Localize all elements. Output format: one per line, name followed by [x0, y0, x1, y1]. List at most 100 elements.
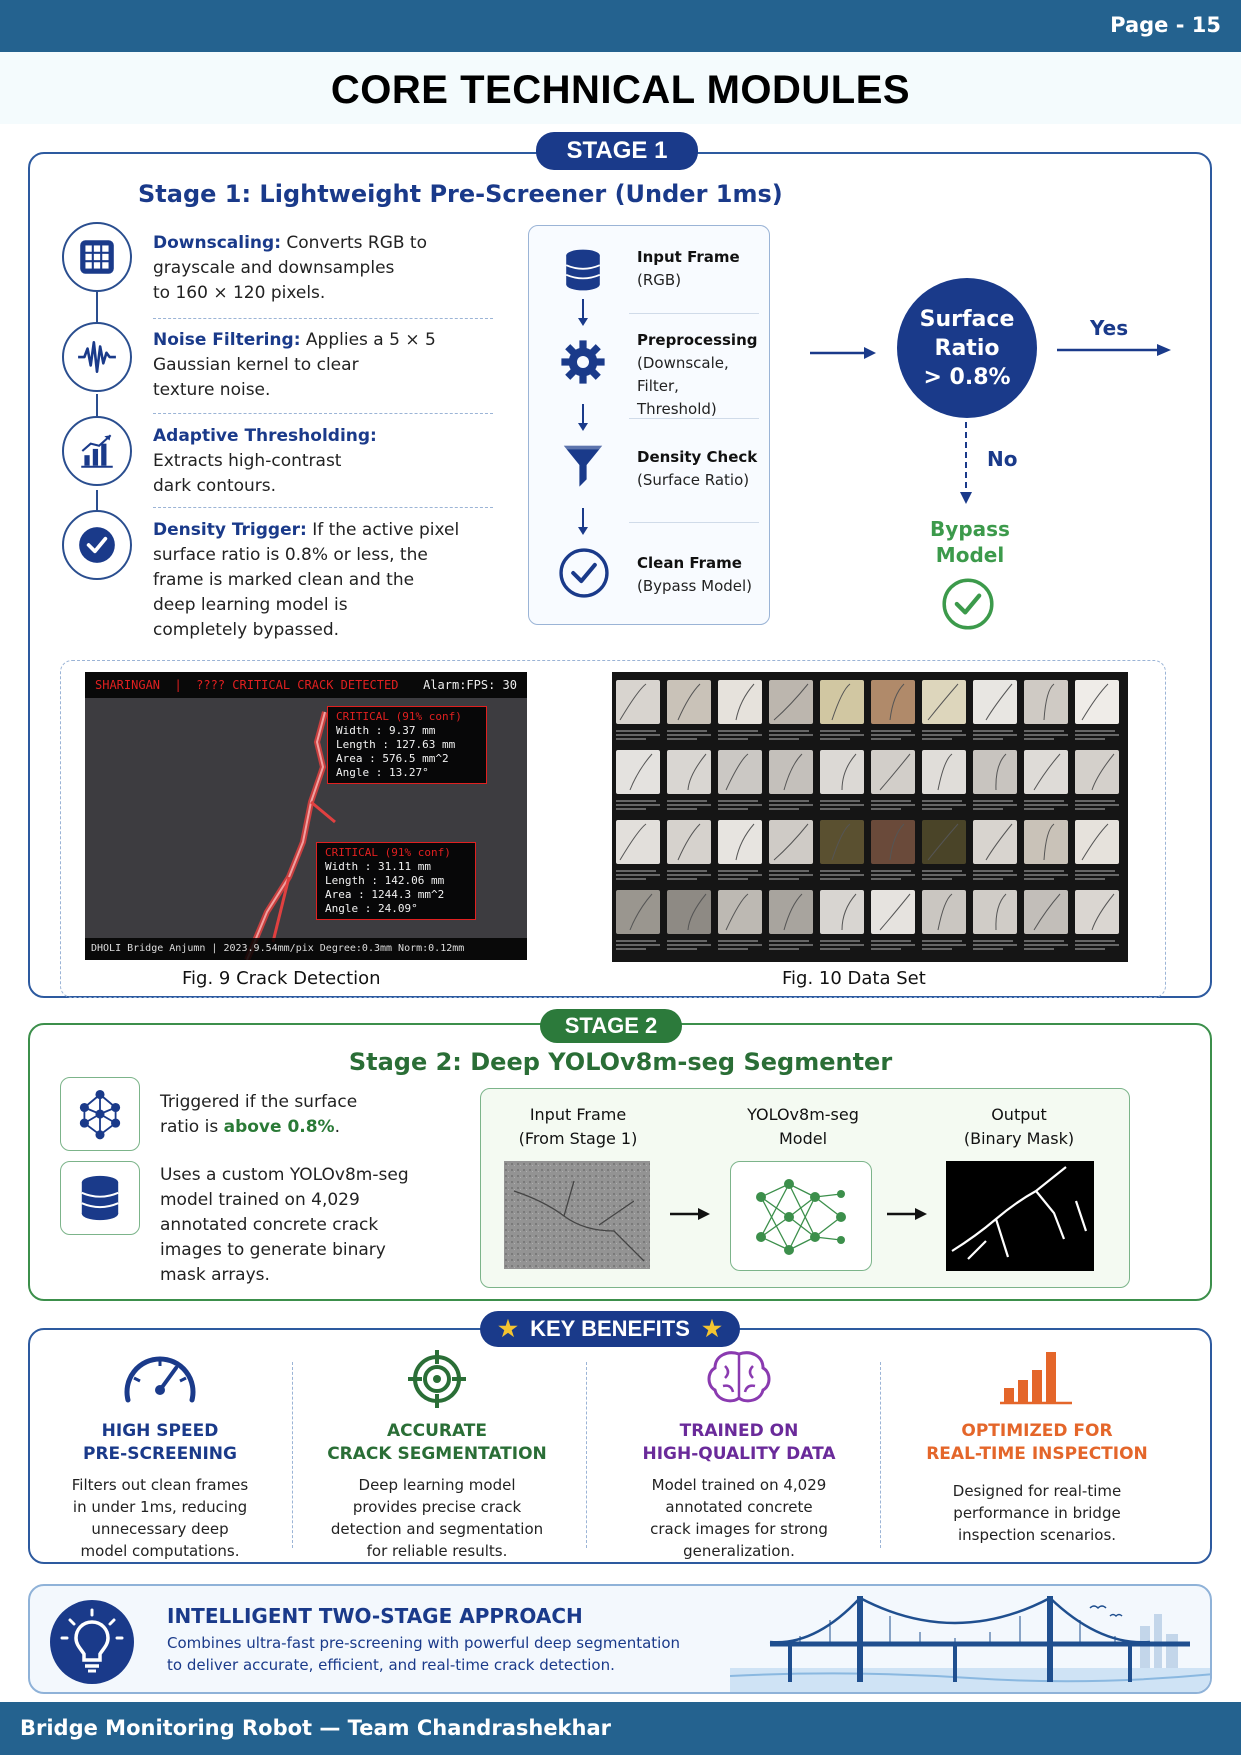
crack-overlay — [244, 711, 336, 960]
neural-network-icon — [756, 1179, 846, 1255]
thumbnail-caption — [922, 938, 968, 952]
thumbnail-caption — [1075, 798, 1121, 812]
crack-detection-image: SHARINGAN | ???? CRITICAL CRACK DETECTED… — [85, 672, 527, 960]
stage2-heading: Stage 2: Deep YOLOv8m-seg Segmenter — [348, 1048, 893, 1076]
divider — [629, 418, 759, 419]
thumbnail-caption — [820, 938, 866, 952]
brain-icon — [707, 1351, 771, 1403]
divider — [153, 413, 493, 414]
dataset-thumbnail — [820, 820, 864, 864]
right-arrow-icon — [887, 1208, 927, 1220]
thumbnail-caption — [667, 728, 713, 742]
dataset-thumbnail — [1024, 890, 1068, 934]
dataset-thumbnail — [922, 820, 966, 864]
dataset-thumbnail — [616, 890, 660, 934]
thumbnail-caption — [1075, 728, 1121, 742]
thumbnail-caption — [871, 798, 917, 812]
yes-arrow-icon — [1057, 344, 1171, 356]
dataset-thumbnail — [820, 890, 864, 934]
check-circle-icon — [62, 510, 132, 580]
thumbnail-caption — [667, 798, 713, 812]
dataset-thumbnail — [1024, 820, 1068, 864]
footer-text: Bridge Monitoring Robot — Team Chandrash… — [20, 1716, 612, 1740]
input-crack-image — [504, 1161, 650, 1269]
dataset-thumbnail — [1075, 750, 1119, 794]
grid-icon — [62, 222, 132, 292]
detection-alert-bar: SHARINGAN | ???? CRITICAL CRACK DETECTED… — [85, 672, 527, 698]
dataset-thumbnail — [1075, 820, 1119, 864]
dataset-thumbnail — [718, 820, 762, 864]
dataset-thumbnail — [667, 750, 711, 794]
timeline-connector — [96, 292, 98, 324]
thumbnail-caption — [667, 938, 713, 952]
dataset-thumbnail — [1075, 680, 1119, 724]
dataset-thumbnail — [922, 680, 966, 724]
down-arrow-icon — [578, 299, 588, 327]
approach-panel — [28, 1584, 1212, 1694]
surface-ratio-decision: Surface Ratio > 0.8% — [897, 278, 1037, 418]
dataset-thumbnail — [1075, 890, 1119, 934]
dataset-thumbnail — [769, 820, 813, 864]
gear-icon — [561, 340, 605, 384]
dataset-thumbnail — [871, 750, 915, 794]
dataset-thumbnail — [667, 890, 711, 934]
thumbnail-caption — [769, 728, 815, 742]
dataset-thumbnail — [820, 680, 864, 724]
detection-status-bar: DHOLI Bridge Anjumn | 2023.9.54mm/pix De… — [85, 938, 527, 960]
page-title: CORE TECHNICAL MODULES — [330, 68, 911, 112]
bar-chart-icon — [1000, 1352, 1072, 1405]
stage2-trigger-text: Triggered if the surface ratio is above … — [160, 1092, 358, 1137]
divider — [629, 313, 759, 314]
step-density-trigger: Density Trigger: If the active pixel sur… — [153, 520, 460, 640]
yolo-model-box — [730, 1161, 872, 1271]
right-arrow-icon — [670, 1208, 710, 1220]
thumbnail-caption — [922, 728, 968, 742]
figures-area — [60, 660, 1166, 998]
thumbnail-caption — [616, 728, 662, 742]
dataset-thumbnail — [871, 680, 915, 724]
thumbnail-caption — [1024, 868, 1070, 882]
thumbnail-caption — [718, 798, 764, 812]
dataset-thumbnail — [769, 680, 813, 724]
timeline-connector — [96, 490, 98, 514]
star-icon: ★ — [498, 1316, 518, 1341]
dataset-thumbnail — [616, 680, 660, 724]
stage2-model-text: Uses a custom YOLOv8m-seg model trained … — [160, 1165, 409, 1285]
bridge-illustration — [730, 1596, 1210, 1692]
flow-chart-box: Input Frame(RGB) Preprocessing(Downscale… — [528, 225, 770, 625]
fig9-caption: Fig. 9 Crack Detection — [182, 968, 381, 989]
divider — [880, 1362, 881, 1548]
dataset-thumbnail — [718, 890, 762, 934]
thumbnail-caption — [871, 868, 917, 882]
dataset-thumbnail — [871, 820, 915, 864]
dataset-thumbnail — [718, 750, 762, 794]
green-check-icon — [942, 578, 994, 630]
thumbnail-caption — [769, 938, 815, 952]
divider — [629, 522, 759, 523]
waveform-icon — [62, 322, 132, 392]
stage2-badge: STAGE 2 — [540, 1009, 682, 1043]
dataset-thumbnail — [718, 680, 762, 724]
thumbnail-caption — [820, 798, 866, 812]
thumbnail-caption — [1024, 798, 1070, 812]
down-arrow-icon — [578, 404, 588, 432]
thumbnail-caption — [820, 868, 866, 882]
thumbnail-caption — [616, 868, 662, 882]
speedometer-icon — [124, 1356, 196, 1403]
flow-clean-frame: Clean Frame(Bypass Model) — [637, 554, 753, 595]
thumbnail-caption — [973, 868, 1019, 882]
database-icon — [565, 249, 601, 291]
footer-bar: Bridge Monitoring Robot — Team Chandrash… — [0, 1702, 1241, 1755]
dataset-thumbnail — [820, 750, 864, 794]
dataset-thumbnail — [667, 680, 711, 724]
